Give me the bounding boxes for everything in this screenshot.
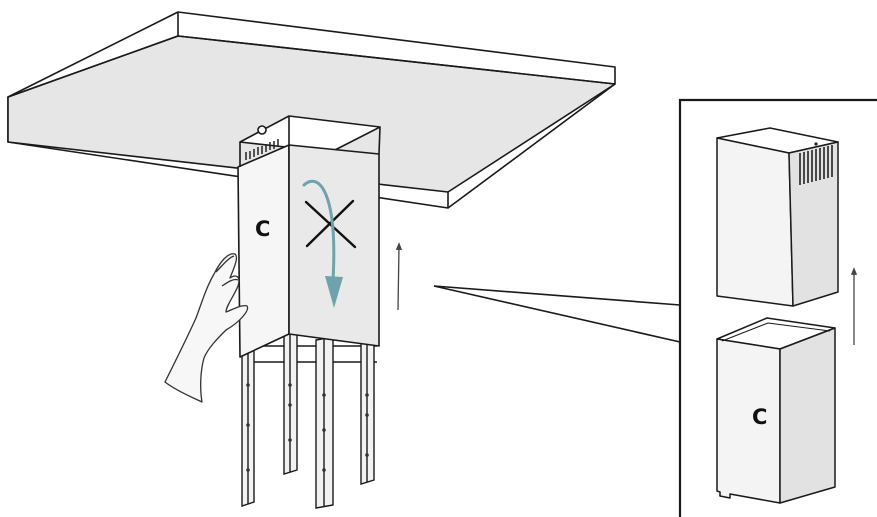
main-cover-label: C [255, 217, 270, 241]
upper-left-face [716, 137, 794, 307]
bracket-frame [241, 326, 377, 509]
arrow-down-icon [302, 179, 343, 308]
upper-right-face [788, 141, 839, 307]
detail-border [678, 98, 877, 517]
x-mark-icon [304, 199, 357, 249]
lower-right-face [779, 327, 836, 504]
detail-cover-label: C [752, 405, 767, 429]
warning-sticker [257, 125, 267, 135]
callout-lines [433, 285, 681, 343]
lower-left-face [716, 338, 781, 504]
vent-slots [799, 145, 833, 185]
vent-slots [245, 139, 279, 160]
detail-upper-cover [716, 127, 839, 307]
detail-lower-cover: C [716, 317, 836, 504]
hand-icon [164, 253, 249, 403]
cover-left-face [237, 144, 290, 358]
detail-inset: C [678, 98, 877, 517]
ceiling-slab [7, 11, 616, 209]
arrow-up-icon [395, 242, 403, 311]
